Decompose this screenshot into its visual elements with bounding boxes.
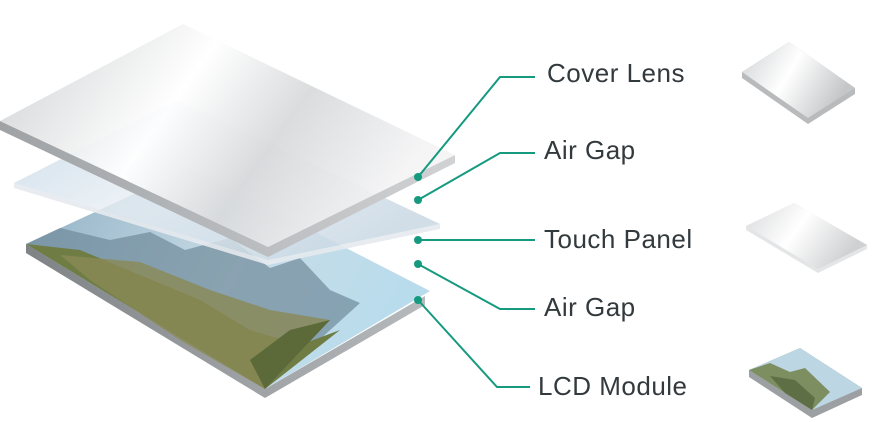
leader-line-air-gap-1	[417, 152, 535, 201]
label-cover-lens: Cover Lens	[547, 58, 685, 88]
label-lcd-module: LCD Module	[538, 371, 688, 401]
leader-line-lcd-module	[417, 299, 530, 388]
glass-slab-icon	[742, 42, 855, 124]
leader-dot-air-gap-2	[414, 260, 422, 268]
cover-lens-layer	[0, 24, 455, 257]
leader-line-cover-lens	[417, 76, 535, 178]
leader-dot-air-gap-1	[414, 196, 422, 204]
mountain-screen-icon	[749, 348, 862, 418]
leader-line-air-gap-2	[417, 263, 535, 310]
leader-dots	[414, 173, 422, 304]
lcd-module-layer	[26, 168, 430, 398]
label-air-gap-1: Air Gap	[544, 135, 636, 165]
glass-panel-icon	[746, 203, 867, 273]
label-air-gap-2: Air Gap	[544, 292, 636, 322]
leader-dot-cover-lens	[414, 173, 422, 181]
leader-dot-lcd-module	[414, 296, 422, 304]
label-touch-panel: Touch Panel	[544, 224, 693, 254]
leader-lines	[417, 76, 535, 388]
leader-dot-touch-panel	[414, 236, 422, 244]
